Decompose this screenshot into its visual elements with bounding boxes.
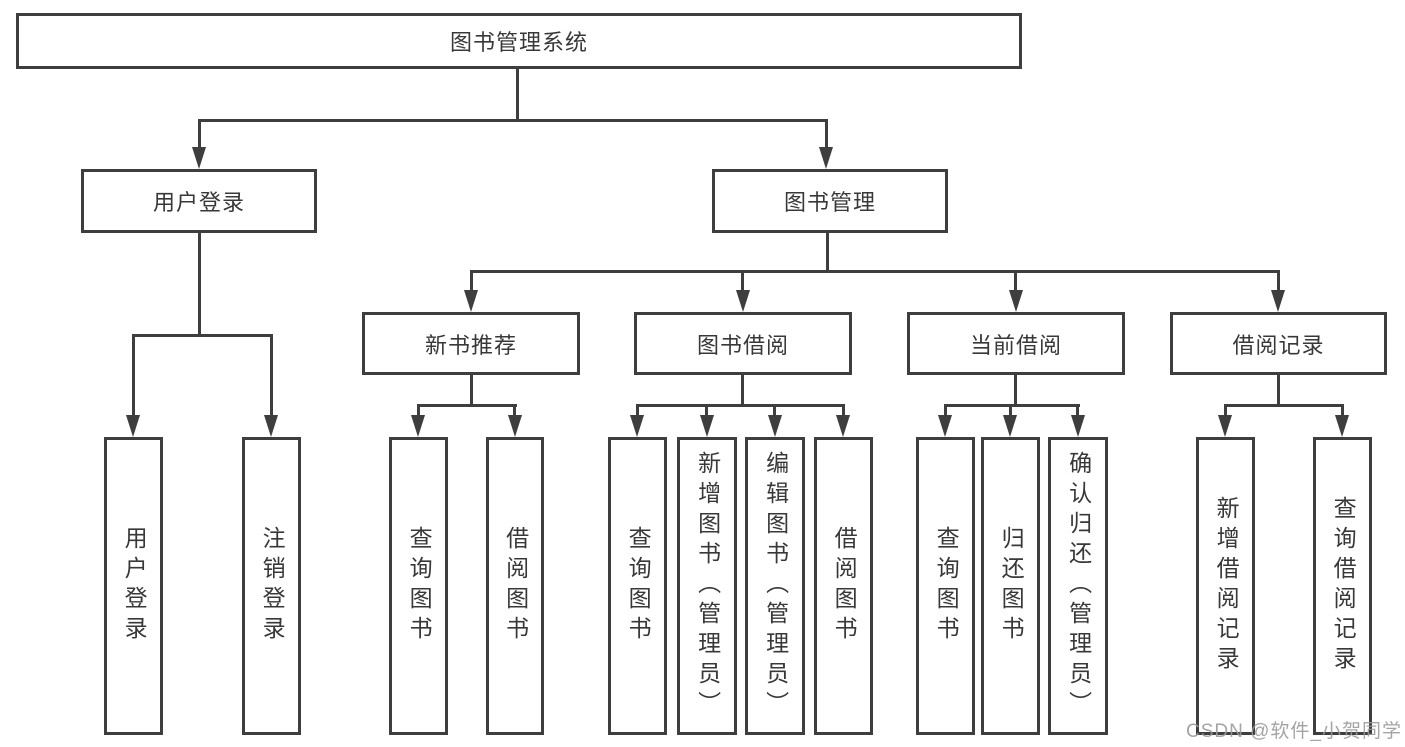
leaf-query-books-3: 查询图书 — [916, 437, 975, 735]
connector-line — [1224, 404, 1227, 420]
connector-line — [825, 119, 828, 150]
arrowhead-icon — [1009, 290, 1023, 312]
watermark-text: CSDN @软件_小贺同学 — [1186, 721, 1402, 742]
connector-line — [636, 404, 845, 407]
node-book-borrowing: 图书借阅 — [634, 312, 852, 375]
connector-line — [198, 119, 201, 150]
node-label: 用户登录 — [152, 190, 245, 215]
node-library-management-system: 图书管理系统 — [16, 13, 1022, 69]
node-label: 用户登录 — [121, 526, 148, 646]
node-label: 图书管理 — [783, 190, 876, 215]
leaf-borrow-books-1: 借阅图书 — [486, 437, 544, 735]
node-borrowing-records: 借阅记录 — [1170, 312, 1387, 375]
connector-line — [1277, 270, 1280, 292]
node-current-borrowing: 当前借阅 — [907, 312, 1125, 375]
node-label: 新书推荐 — [424, 332, 517, 358]
node-label: 确认归还（管理员） — [1065, 451, 1092, 721]
node-label: 编辑图书（管理员） — [762, 451, 789, 721]
connector-line — [132, 334, 273, 337]
connector-line — [470, 270, 1280, 273]
connector-line — [1009, 404, 1012, 420]
connector-line — [417, 404, 420, 420]
leaf-return-books: 归还图书 — [981, 437, 1040, 735]
arrowhead-icon — [836, 415, 850, 437]
connector-line — [741, 375, 744, 406]
node-label: 图书管理系统 — [449, 30, 588, 55]
arrowhead-icon — [508, 415, 522, 437]
node-label: 新增借阅记录 — [1213, 496, 1240, 676]
connector-line — [516, 69, 519, 122]
node-user-login: 用户登录 — [81, 169, 317, 233]
leaf-query-books-1: 查询图书 — [389, 437, 448, 735]
connector-line — [132, 334, 135, 418]
connector-line — [270, 334, 273, 418]
connector-line — [944, 404, 1080, 407]
arrowhead-icon — [819, 147, 833, 169]
leaf-add-borrow-record: 新增借阅记录 — [1196, 437, 1255, 735]
connector-line — [1224, 404, 1344, 407]
arrowhead-icon — [1271, 290, 1285, 312]
node-label: 当前借阅 — [969, 332, 1062, 358]
arrowhead-icon — [1071, 415, 1085, 437]
leaf-add-book-admin: 新增图书（管理员） — [677, 437, 737, 735]
leaf-query-books-2: 查询图书 — [608, 437, 667, 735]
node-new-book-recommendation: 新书推荐 — [362, 312, 580, 375]
node-label: 归还图书 — [998, 526, 1025, 646]
arrowhead-icon — [768, 415, 782, 437]
connector-line — [513, 404, 516, 420]
arrowhead-icon — [126, 415, 140, 437]
connector-line — [741, 270, 744, 292]
leaf-edit-book-admin: 编辑图书（管理员） — [745, 437, 805, 735]
leaf-user-login: 用户登录 — [104, 437, 163, 735]
connector-line — [842, 404, 845, 420]
connector-line — [417, 404, 517, 407]
connector-line — [470, 375, 473, 406]
arrowhead-icon — [411, 415, 425, 437]
arrowhead-icon — [464, 290, 478, 312]
connector-line — [1014, 375, 1017, 406]
node-label: 借阅图书 — [831, 526, 858, 646]
arrowhead-icon — [1218, 415, 1232, 437]
node-label: 查询图书 — [625, 526, 652, 646]
arrowhead-icon — [1003, 415, 1017, 437]
arrowhead-icon — [736, 290, 750, 312]
arrowhead-icon — [700, 415, 714, 437]
arrowhead-icon — [264, 415, 278, 437]
node-label: 查询图书 — [406, 526, 433, 646]
connector-line — [1341, 404, 1344, 420]
connector-line — [1076, 404, 1079, 420]
node-book-management: 图书管理 — [712, 169, 948, 233]
node-label: 借阅图书 — [502, 526, 529, 646]
connector-line — [944, 404, 947, 420]
connector-line — [705, 404, 708, 420]
leaf-query-borrow-record: 查询借阅记录 — [1313, 437, 1372, 735]
connector-line — [1277, 375, 1280, 406]
node-label: 查询图书 — [933, 526, 960, 646]
connector-line — [636, 404, 639, 420]
connector-line — [198, 233, 201, 337]
connector-line — [826, 233, 829, 272]
node-label: 注销登录 — [259, 526, 286, 646]
leaf-borrow-books-2: 借阅图书 — [814, 437, 873, 735]
arrowhead-icon — [1335, 415, 1349, 437]
connector-line — [1014, 270, 1017, 292]
arrowhead-icon — [192, 147, 206, 169]
node-label: 借阅记录 — [1232, 332, 1325, 358]
connector-line — [773, 404, 776, 420]
connector-line — [470, 270, 473, 292]
leaf-logout: 注销登录 — [242, 437, 301, 735]
node-label: 图书借阅 — [696, 332, 789, 358]
node-label: 查询借阅记录 — [1330, 496, 1357, 676]
arrowhead-icon — [630, 415, 644, 437]
arrowhead-icon — [938, 415, 952, 437]
connector-line — [198, 119, 828, 122]
node-label: 新增图书（管理员） — [694, 451, 721, 721]
leaf-confirm-return-admin: 确认归还（管理员） — [1048, 437, 1108, 735]
